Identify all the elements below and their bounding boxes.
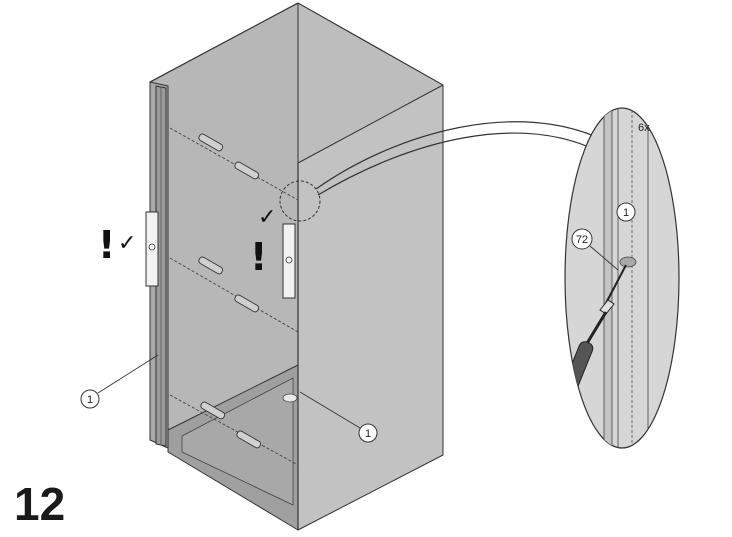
svg-text:1: 1 [623,207,629,219]
bracket-right [282,223,296,299]
shower-enclosure [149,2,444,531]
drain [282,393,298,403]
step-number: 12 [14,478,65,530]
svg-text:72: 72 [576,234,588,246]
callout-part-1-detail: 1 [616,202,636,222]
detail-view [564,107,680,449]
svg-text:1: 1 [365,428,371,440]
zoom-connector [315,121,604,190]
zoom-origin-circle [279,180,321,222]
warning-mark-left: ! [98,223,115,267]
warning-mark-right: ! [250,235,267,279]
callout-part-1-right: 1 [299,391,378,443]
check-mark-right: ✓ [258,205,276,230]
check-mark-left: ✓ [118,231,136,256]
front-panel [297,84,444,531]
bracket-left [145,211,159,287]
fixing-screws [169,127,299,466]
quantity-label: 6x [638,122,650,134]
callout-part-1-left: 1 [80,354,159,409]
callout-part-72: 72 [571,228,619,271]
svg-text:1: 1 [87,394,93,406]
